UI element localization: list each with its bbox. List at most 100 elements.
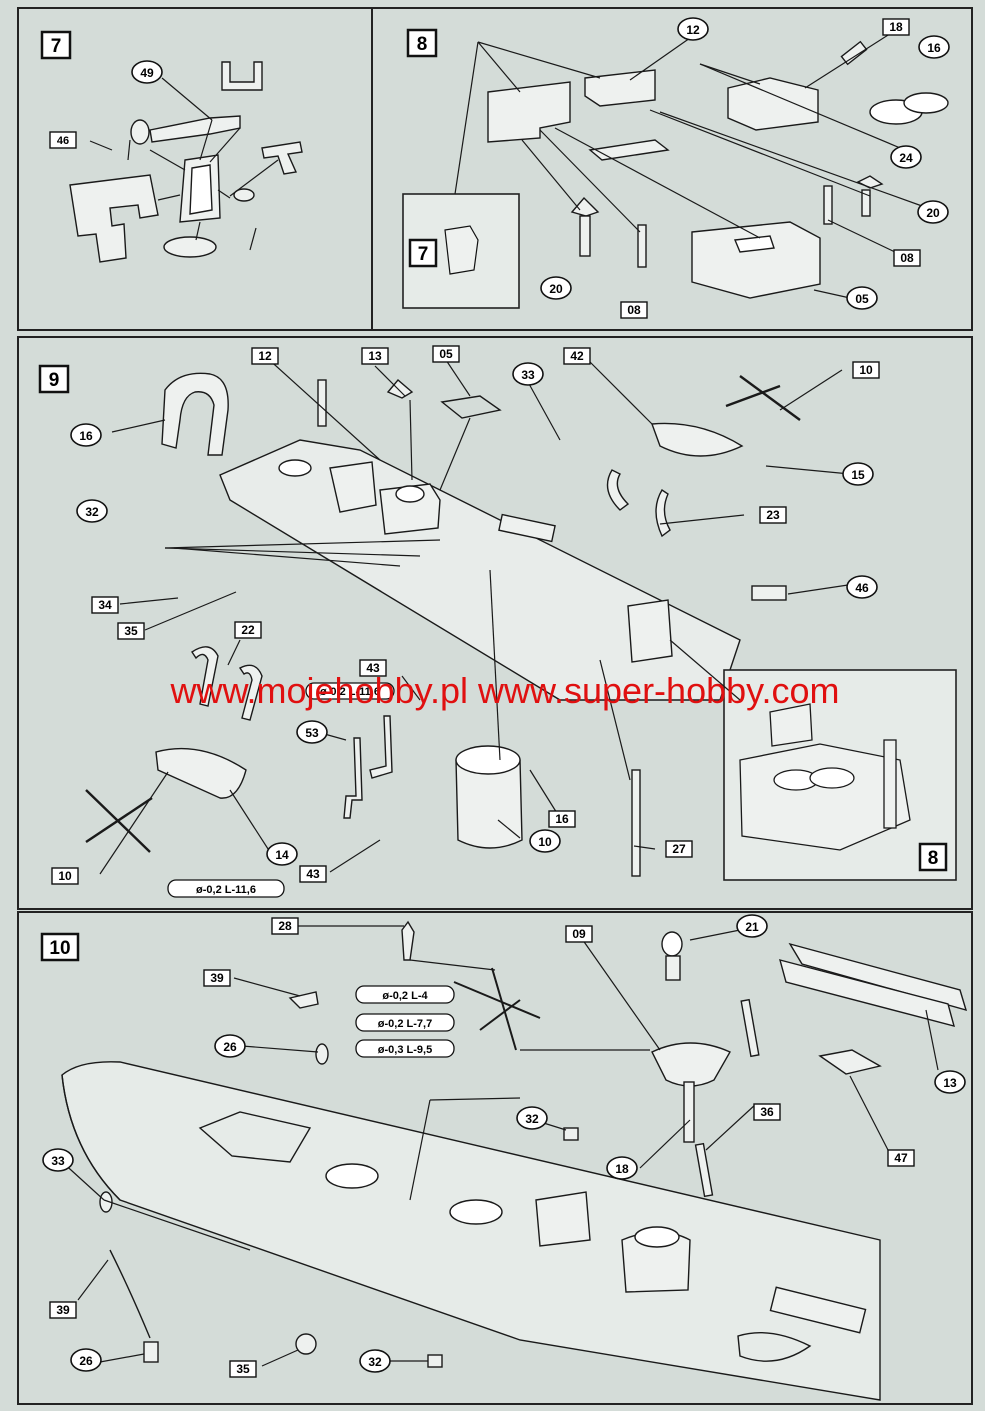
callout-16-label: 16 [79,429,93,443]
inset-step-number: 7 [418,244,429,265]
callout-20-left [540,276,572,300]
deckhouse-box [627,599,673,663]
lifeboat-14 [155,747,247,799]
ladder-36-a [740,998,760,1058]
inset-8-parts [739,703,911,851]
step-number-box [40,932,80,962]
callouts-step-10: 28 09 21 39 26 13 32 36 33 18 47 39 26 [42,914,966,1378]
wire-spec-b [355,1013,455,1032]
step-10-parts [61,920,968,1401]
step-number: 7 [51,36,62,57]
step-number-box [38,364,70,394]
h-platform [69,174,159,263]
inset-step-box [918,842,948,872]
callout-24 [890,145,922,169]
callout-47 [887,1149,915,1167]
funnel-top [455,745,521,775]
callout-10-top [852,361,880,379]
callout-13-label: 13 [368,349,382,363]
step-number: 10 [49,938,70,959]
davit-left [606,469,630,511]
step-9-leader-lines [99,355,851,875]
callout-16-b [548,810,576,828]
bridge-platform [379,483,441,535]
callout-32-label: 32 [85,505,99,519]
pipe-53-a [343,737,363,819]
callout-46-label: 46 [855,581,869,595]
tube-mount-47 [818,1049,882,1075]
step-8-group: 8 7 [402,17,950,319]
railing-05 [440,395,502,419]
step-10-group: 10 [40,914,968,1401]
callout-08-right [893,249,921,267]
deckhouse-05 [691,221,821,299]
panel-frames [17,7,973,1405]
mast-fitting-2 [570,196,600,217]
ladder-36-b [694,1142,714,1198]
cross-braces [85,375,801,853]
callout-08-left [620,301,648,319]
callout-23-label: 23 [766,508,780,522]
svg-text:43: 43 [366,661,380,675]
ladder-27 [631,769,641,877]
wire-spec-b-label: ø-0,2 L-7,7 [378,1018,432,1030]
callout-08-left-label: 08 [627,303,641,317]
callout-13-label: 13 [943,1076,957,1090]
ladder-12 [317,379,327,427]
callout-42 [563,347,591,365]
inset-post [883,739,897,829]
callout-18-label: 18 [615,1162,629,1176]
callout-16-b-label: 16 [555,812,569,826]
vent-grille-strip [498,513,556,543]
callout-10-bottom [51,867,79,885]
callout-09 [565,925,593,943]
mast-y-28 [401,920,415,961]
crows-nest-18 [651,1042,731,1087]
mast-post-2 [579,215,591,257]
callout-18 [606,1156,638,1180]
gun-turret-ring [278,459,312,477]
panel-step-8 [371,7,973,331]
callout-32 [76,499,108,523]
wire-spec-a-label: ø-0,2 L-4 [382,990,428,1002]
callout-42-label: 42 [570,349,584,363]
callout-35 [229,1360,257,1378]
callout-21 [736,914,768,938]
callout-10-mid [529,829,561,853]
callout-12 [677,17,709,41]
step-8-parts [487,40,949,299]
callout-39-bottom [49,1301,77,1319]
bridge-tower [329,461,377,513]
callout-18-label: 18 [889,20,903,34]
small-disk [233,188,255,202]
callout-24-label: 24 [899,151,913,165]
panel-step-10 [17,911,973,1405]
callout-21-label: 21 [745,920,759,934]
callout-46 [49,131,77,149]
wire-spec-b-label: ø-0,2 L-11,6 [196,884,256,896]
part-39-top [288,991,319,1009]
callout-33-label: 33 [521,368,535,382]
callout-20-right-label: 20 [926,206,940,220]
vent-46 [751,585,787,601]
callout-27-label: 27 [672,842,686,856]
callout-15-label: 15 [851,468,865,482]
step-number-box [40,30,72,60]
callout-32-bottom-label: 32 [368,1355,382,1369]
callout-16 [70,423,102,447]
callout-05-label: 05 [855,292,869,306]
forecastle-hatch [198,1111,312,1163]
wire-spec-a [305,682,395,700]
part-26-bottom [143,1341,159,1363]
step-number: 8 [417,34,428,55]
compass-ring [395,485,425,503]
mast-post [683,1081,695,1143]
life-raft-group [869,92,949,125]
callout-43 [299,865,327,883]
callout-35 [117,622,145,640]
mast-yard [386,379,414,399]
callout-13 [934,1070,966,1094]
callout-27 [665,840,693,858]
ladder-2 [637,224,647,268]
